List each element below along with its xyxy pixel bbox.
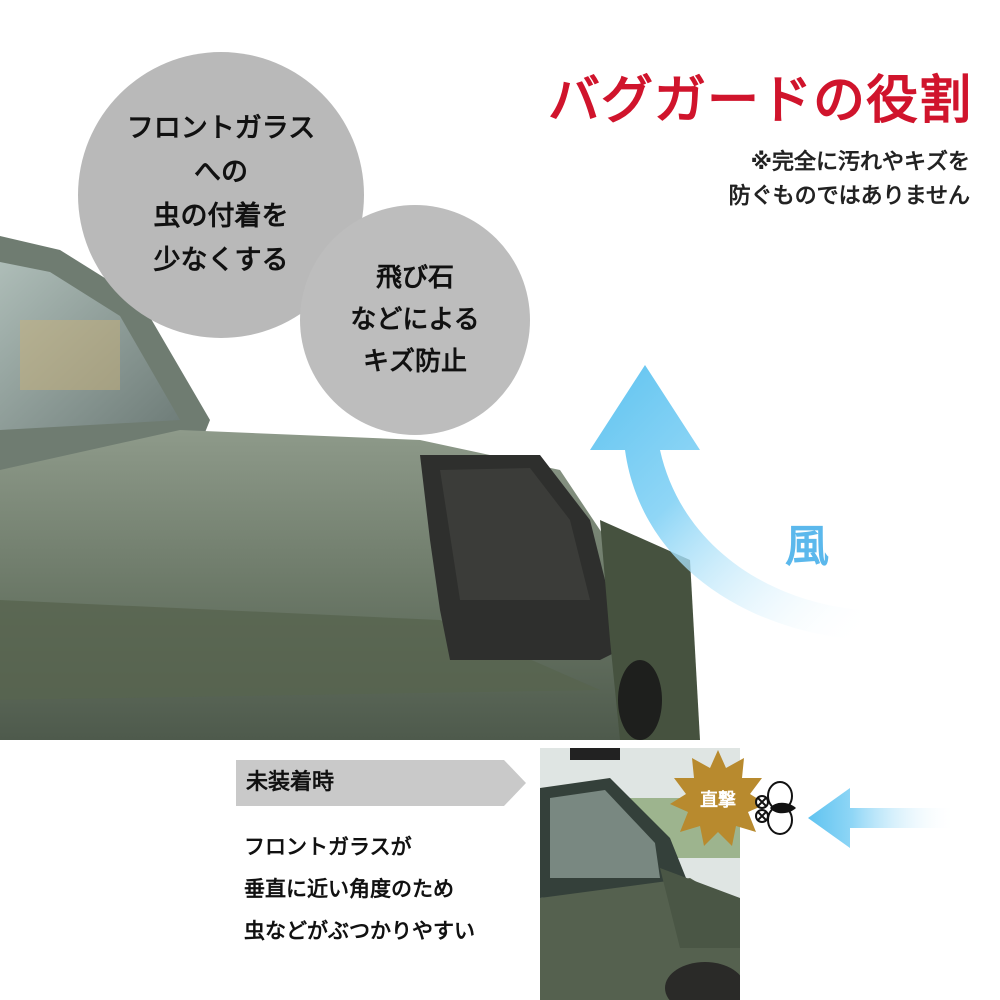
bug-icon [755, 781, 796, 835]
bubble2-line-1: 飛び石 [375, 263, 454, 293]
benefit-bubble-bugs: フロントガラス への 虫の付着を 少なくする [78, 52, 364, 338]
section-description: フロントガラスが 垂直に近い角度のため 虫などがぶつかりやすい [244, 826, 475, 952]
wind-arrow-icon [590, 365, 860, 640]
benefit-bubble-stones: 飛び石 などによる キズ防止 [300, 205, 530, 435]
bubble2-line-3: キズ防止 [362, 347, 467, 377]
section-tag-label: 未装着時 [246, 770, 335, 795]
page-title: バグガードの役割 [547, 71, 972, 131]
bubble1-line-4: 少なくする [153, 245, 289, 276]
bubble1-line-2: への [194, 157, 248, 188]
bubble1-line-3: 虫の付着を [153, 201, 289, 232]
note-line-1: ※完全に汚れやキズを [750, 150, 970, 175]
disclaimer-note: ※完全に汚れやキズを 防ぐものではありません [729, 146, 970, 214]
bubble1-line-1: フロントガラス [126, 113, 316, 144]
section-tag-bg [236, 760, 526, 806]
impact-burst-icon [670, 750, 766, 846]
impact-label: 直撃 [700, 790, 736, 811]
note-line-2: 防ぐものではありません [728, 184, 970, 209]
desc-line-3: 虫などがぶつかりやすい [244, 919, 475, 943]
desc-line-1: フロントガラスが [244, 835, 412, 859]
wind-label: 風 [785, 521, 829, 572]
wind-arrow-small-icon [808, 788, 956, 848]
bubble2-line-2: などによる [350, 305, 480, 335]
hero-photo [0, 236, 860, 740]
desc-line-2: 垂直に近い角度のため [244, 877, 454, 901]
car-hood-illustration [0, 236, 860, 740]
